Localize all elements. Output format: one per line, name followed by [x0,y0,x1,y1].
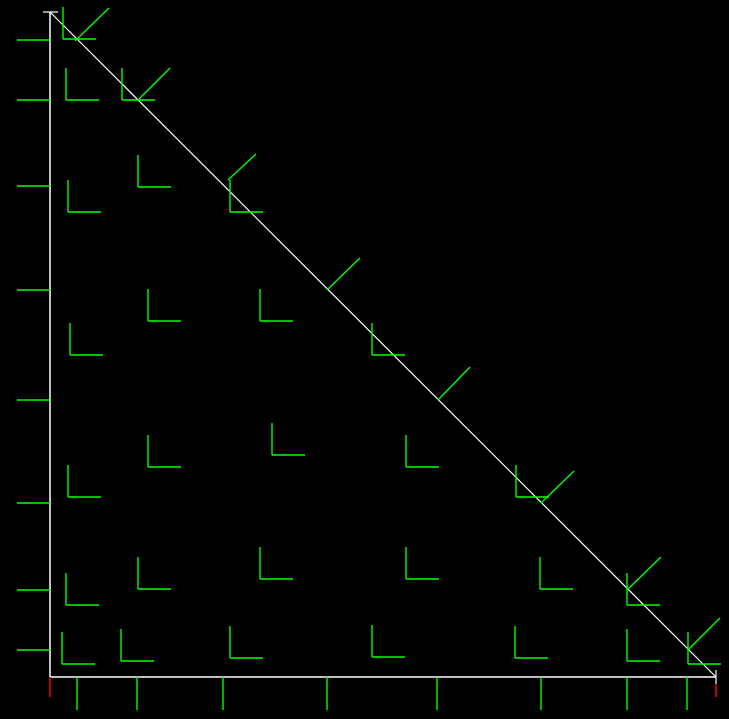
diagonal-mark [74,7,110,42]
corner-marks [49,677,717,697]
hypotenuse-boundary [49,11,717,678]
diagonal-mark [540,470,575,504]
diagonal-mark [326,257,361,291]
boundary-lines [43,11,717,684]
diagonal-mark [136,67,171,102]
diagonal-mark [227,153,257,181]
l-marks [61,7,721,665]
diagonal-marks [74,7,721,651]
diagonal-mark [437,366,471,401]
diagonal-mark [687,617,721,651]
diagonal-mark [626,556,662,591]
axis-ticks [17,39,688,710]
